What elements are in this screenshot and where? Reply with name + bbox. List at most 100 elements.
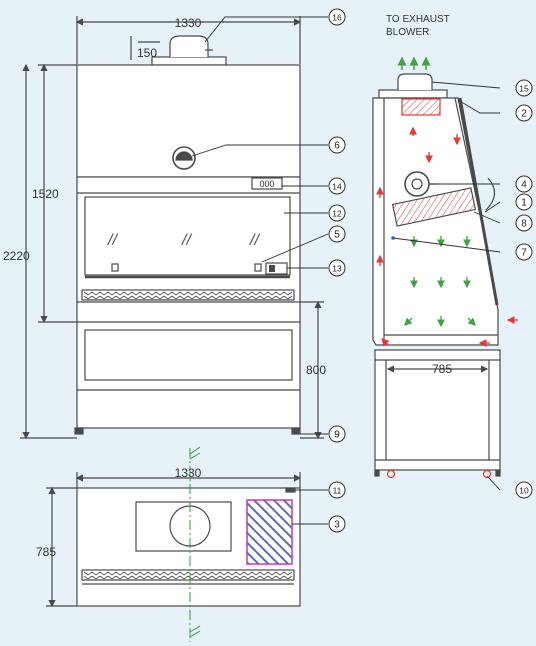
gauge-needle xyxy=(175,151,193,161)
callout-number-3: 3 xyxy=(334,520,340,531)
callout-number-4: 4 xyxy=(521,180,527,191)
callout-circle-7 xyxy=(515,243,533,261)
leader-2 xyxy=(457,99,500,114)
indicator-left xyxy=(111,263,119,272)
callout-circle-1 xyxy=(515,193,533,211)
callout-number-12: 12 xyxy=(332,209,342,219)
exhaust-label-line1: TO EXHAUST xyxy=(386,14,450,25)
leader-10 xyxy=(486,475,501,491)
leader-16 xyxy=(204,16,328,43)
indicator-panel-label: 000 xyxy=(259,179,274,189)
callout-number-14: 14 xyxy=(332,182,342,192)
indicator-panel xyxy=(251,177,283,190)
front-stand xyxy=(76,321,301,429)
control-box-switch xyxy=(269,265,275,272)
leader-7 xyxy=(392,237,501,253)
front-foot-left xyxy=(74,427,84,435)
side-caster-right xyxy=(482,469,492,479)
glass-glint-2: // xyxy=(181,232,192,249)
front-view xyxy=(20,16,324,440)
side-glass xyxy=(458,97,499,306)
callout-number-13: 13 xyxy=(332,264,342,274)
side-blower xyxy=(404,171,430,197)
callout-circle-16 xyxy=(328,8,346,26)
air-arrow-rear-corner xyxy=(381,338,390,347)
plan-exhaust-plate xyxy=(135,501,232,552)
callout-circle-11 xyxy=(328,481,346,499)
control-box xyxy=(265,262,288,275)
cabinet-height-label: 1520 xyxy=(32,187,59,201)
exhaust-collar-base xyxy=(151,56,227,66)
centerline-marks xyxy=(189,446,201,638)
side-front-panel xyxy=(454,97,481,216)
callout-number-7: 7 xyxy=(521,248,527,259)
leader-15 xyxy=(431,81,501,89)
stand-height-label: 800 xyxy=(306,363,326,377)
front-width-label: 1330 xyxy=(175,16,202,30)
callout-circle-4 xyxy=(515,175,533,193)
callout-circle-10 xyxy=(515,481,533,499)
callout-circle-3 xyxy=(328,515,346,533)
side-collar-base xyxy=(378,89,448,99)
plan-depth-label: 785 xyxy=(36,545,56,559)
plan-width-label: 1330 xyxy=(175,466,202,480)
exhaust-collar xyxy=(169,35,209,57)
indicator-right xyxy=(254,263,262,272)
leader-1 xyxy=(484,201,501,213)
side-body xyxy=(372,97,499,346)
total-height-label: 2220 xyxy=(3,249,30,263)
exhaust-label-line2: BLOWER xyxy=(386,27,429,38)
callout-circle-14 xyxy=(328,177,346,195)
callout-number-15: 15 xyxy=(519,84,529,94)
front-stand-opening xyxy=(84,329,293,381)
callout-number-9: 9 xyxy=(334,430,340,441)
plan-grille-pattern xyxy=(83,571,293,580)
side-caster-left xyxy=(386,469,396,479)
leader-6 xyxy=(191,144,328,157)
side-blower-hub xyxy=(411,178,423,190)
front-foot-right xyxy=(291,427,301,435)
side-bulge xyxy=(485,177,496,211)
leader-lines xyxy=(191,16,501,525)
glass-sash xyxy=(84,196,291,276)
side-view xyxy=(372,73,501,479)
glass-glint-3: // xyxy=(249,232,260,249)
downflow-hepa-filter xyxy=(391,187,477,227)
callout-circle-5 xyxy=(328,225,346,243)
callout-number-6: 6 xyxy=(334,141,340,152)
callout-circle-15 xyxy=(515,79,533,97)
side-foot-left xyxy=(374,469,380,477)
front-grille-pattern xyxy=(83,291,293,300)
callout-number-2: 2 xyxy=(521,109,527,120)
plan-grille xyxy=(81,569,295,581)
callout-number-1: 1 xyxy=(521,198,527,209)
callout-circle-12 xyxy=(328,204,346,222)
side-collar xyxy=(397,73,433,90)
callout-number-11: 11 xyxy=(333,486,342,496)
front-grille xyxy=(81,289,295,301)
callout-circle-8 xyxy=(515,214,533,232)
exhaust-hepa-filter xyxy=(401,98,441,116)
callout-number-5: 5 xyxy=(334,230,340,241)
callout-number-8: 8 xyxy=(521,219,527,230)
callout-circle-9 xyxy=(328,425,346,443)
side-depth-label: 785 xyxy=(432,362,452,376)
callout-number-16: 16 xyxy=(332,13,342,23)
callout-circle-6 xyxy=(328,136,346,154)
side-foot-right xyxy=(495,469,501,477)
duct-height-label: 150 xyxy=(137,46,157,60)
callout-number-10: 10 xyxy=(519,486,529,496)
airflow-arrows xyxy=(376,126,518,347)
callout-circle-13 xyxy=(328,259,346,277)
leader-5 xyxy=(261,233,329,263)
callout-circle-2 xyxy=(515,104,533,122)
glass-glint-1: // xyxy=(107,232,118,249)
down-arrow-7 xyxy=(404,317,413,326)
plan-filter-hatch xyxy=(246,499,293,565)
leader-8 xyxy=(473,211,501,224)
down-arrow-9 xyxy=(467,317,476,326)
plan-socket xyxy=(285,487,296,493)
